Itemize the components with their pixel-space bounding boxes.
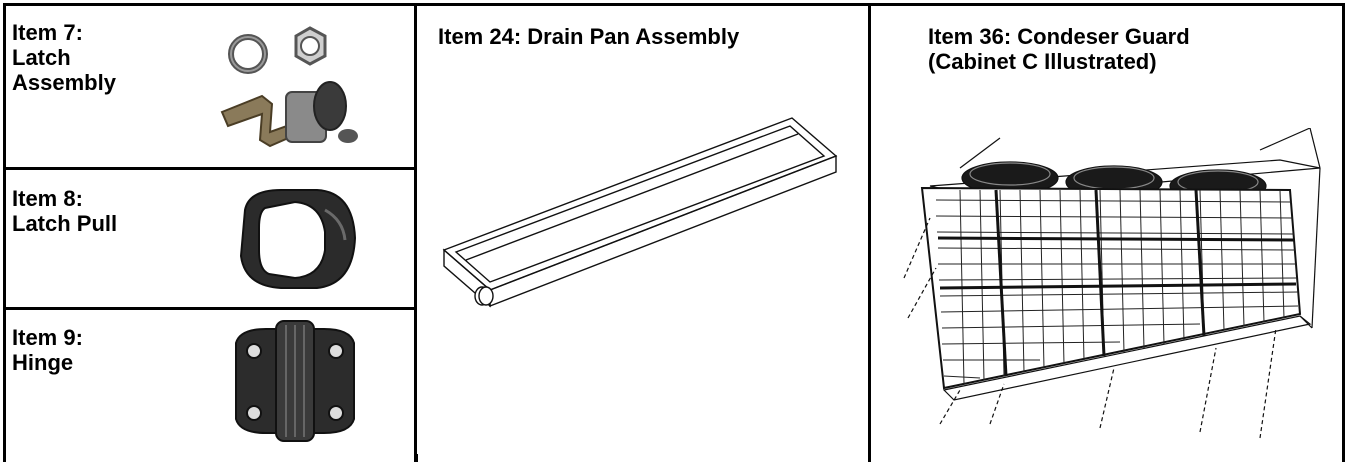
latch-pull-label: Item 8: Latch Pull <box>12 186 118 236</box>
table-border-top <box>3 3 1345 6</box>
latch-assembly-photo <box>210 14 370 162</box>
table-border-right <box>1342 3 1345 462</box>
drain-pan-drawing <box>436 110 848 320</box>
hinge-photo <box>230 315 360 447</box>
table-border-left <box>3 3 6 462</box>
drain-pan-label: Item 24: Drain Pan Assembly <box>438 24 740 49</box>
row-divider-2 <box>3 307 416 310</box>
latch-assembly-label: Item 7: Latch Assembly <box>12 20 116 95</box>
row-divider-1 <box>3 167 416 170</box>
condenser-guard-drawing <box>900 128 1330 440</box>
drain-pan-cell-bottom <box>414 454 418 462</box>
latch-pull-photo <box>225 180 365 298</box>
column-divider-1 <box>414 3 417 462</box>
column-divider-2 <box>868 3 871 462</box>
hinge-label: Item 9: Hinge <box>12 325 83 375</box>
condenser-guard-label: Item 36: Condeser Guard (Cabinet C Illus… <box>928 24 1190 74</box>
